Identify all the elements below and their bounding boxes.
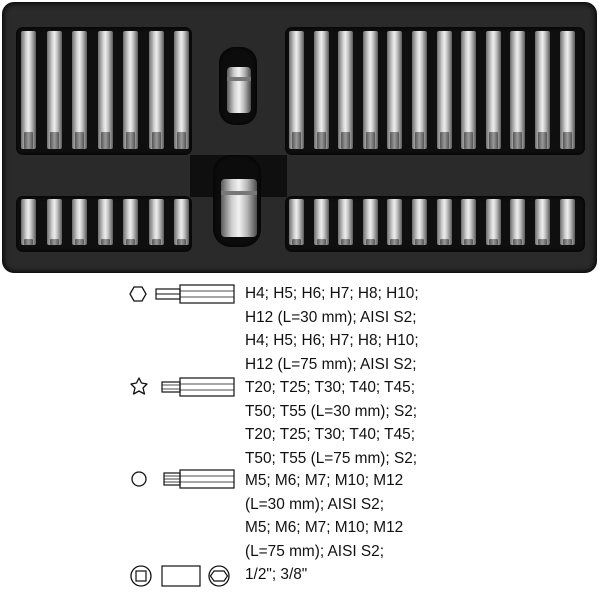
spline-spec-line: (L=30 mm); AISI S2; <box>245 495 384 513</box>
long-bit <box>436 31 452 149</box>
torx-bit-spec: T20; T25; T30; T40; T45; T50; T55 (L=30 … <box>245 376 417 470</box>
long-bit <box>72 31 87 149</box>
short-bit <box>72 199 87 245</box>
long-bit <box>123 31 138 149</box>
torx-spec-line: T20; T25; T30; T40; T45; <box>245 426 415 443</box>
short-bit <box>387 199 403 245</box>
short-bit <box>362 199 378 245</box>
short-bit <box>123 199 138 245</box>
spline-spec-line: (L=75 mm); AISI S2; <box>245 542 384 560</box>
adapter-3-8 <box>227 67 251 113</box>
spline-spec-line: M5; M6; M7; M10; M12 <box>245 519 404 536</box>
torx-spec-line: T50; T55 (L=75 mm); S2; <box>245 449 418 467</box>
short-bit <box>559 199 575 245</box>
hex-spec-line: H4; H5; H6; H7; H8; H10; <box>245 285 419 302</box>
adapter-spec: 1/2"; 3/8" <box>245 563 307 587</box>
adapter-spec-line: 1/2"; 3/8" <box>245 566 308 583</box>
short-bit <box>461 199 477 245</box>
hex-spec-line: H4; H5; H6; H7; H8; H10; <box>245 332 419 349</box>
short-bit <box>510 199 526 245</box>
short-bit <box>174 199 189 245</box>
short-bit <box>148 199 164 245</box>
long-bit <box>485 31 501 149</box>
torx-bit-icon <box>130 377 235 397</box>
long-bit <box>387 31 403 149</box>
short-bit <box>485 199 501 245</box>
spline-bit-icon <box>131 469 235 489</box>
spline-bit-spec: M5; M6; M7; M10; M12 (L=30 mm); AISI S2;… <box>245 469 403 563</box>
long-bit <box>559 31 575 149</box>
long-bit <box>21 31 36 149</box>
torx-spec-line: T50; T55 (L=30 mm); S2; <box>245 402 418 420</box>
short-bit <box>289 199 304 245</box>
long-bit <box>535 31 550 149</box>
short-bit <box>313 199 329 245</box>
long-bit <box>362 31 378 149</box>
long-bit <box>97 31 113 149</box>
long-bit <box>148 31 164 149</box>
long-bit <box>313 31 329 149</box>
long-bit <box>174 31 189 149</box>
spline-spec-line: M5; M6; M7; M10; M12 <box>245 472 404 489</box>
long-bit <box>510 31 526 149</box>
hex-spec-line: H12 (L=75 mm); AISI S2; <box>245 355 417 373</box>
short-bit <box>97 199 113 245</box>
bit-tray <box>2 2 597 273</box>
hex-spec-line: H12 (L=30 mm); AISI S2; <box>245 308 417 326</box>
short-bit <box>21 199 36 245</box>
short-bit <box>535 199 550 245</box>
hex-bit-icon <box>129 284 235 304</box>
long-bit <box>461 31 477 149</box>
long-bit <box>412 31 427 149</box>
adapter-1-2 <box>221 179 257 237</box>
adapter-icon <box>130 565 230 587</box>
short-bit <box>338 199 354 245</box>
long-bit <box>338 31 354 149</box>
short-bit <box>412 199 427 245</box>
torx-spec-line: T20; T25; T30; T40; T45; <box>245 379 415 396</box>
long-bit <box>289 31 304 149</box>
short-bit <box>46 199 62 245</box>
long-bit <box>46 31 62 149</box>
short-bit <box>436 199 452 245</box>
hex-bit-spec: H4; H5; H6; H7; H8; H10; H12 (L=30 mm); … <box>245 282 419 376</box>
